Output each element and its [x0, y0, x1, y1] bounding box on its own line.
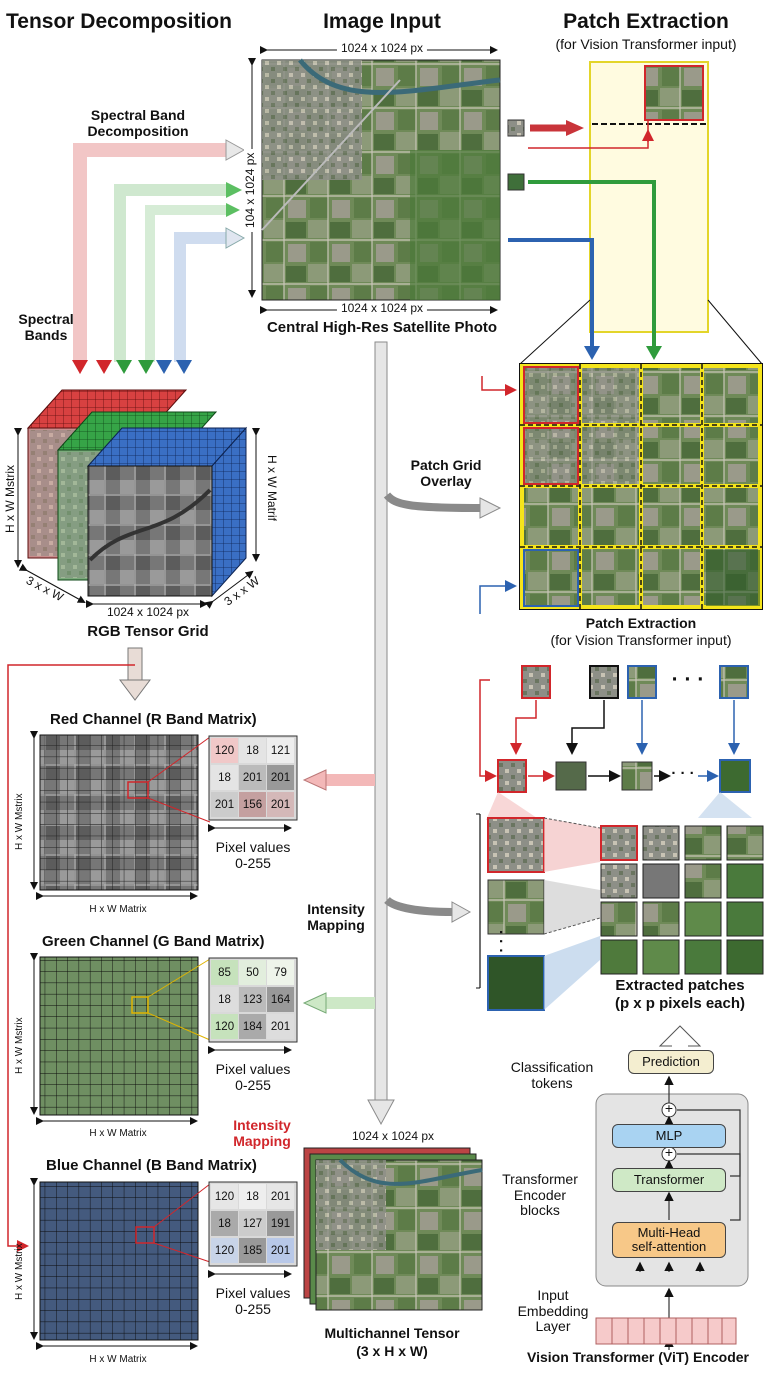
blue-channel-matrix [39, 1181, 211, 1341]
patch-grid-caption-sub: (for Vision Transformer input) [550, 632, 732, 648]
blue-cell: 191 [267, 1211, 294, 1236]
tensor-dimension-lines [14, 428, 260, 609]
vit-encoder-title: Vision Transformer (ViT) Encoder [527, 1349, 749, 1365]
transformer-box: Transformer [612, 1168, 726, 1192]
rgb-tensor-grid-caption: RGB Tensor Grid [87, 623, 209, 640]
red-cell: 201 [267, 792, 294, 817]
blue-cell: 18 [211, 1211, 238, 1236]
tensor-height-right-label: H x W Matrif [264, 452, 279, 524]
red-cell: 121 [267, 738, 294, 763]
green-channel-title: Green Channel (G Band Matrix) [42, 933, 265, 950]
patch-extraction-panel [589, 61, 709, 333]
patch-grid-overlay-label: Patch Grid Overlay [410, 457, 482, 489]
blue-channel-title: Blue Channel (B Band Matrix) [46, 1157, 257, 1174]
patch-feed-arrows [507, 119, 662, 360]
blue-cell: 201 [267, 1184, 294, 1209]
blue-cell: 120 [211, 1184, 238, 1209]
green-cell: 50 [239, 960, 266, 985]
green-channel-matrix [39, 956, 211, 1116]
rgb-to-channels-arrow [119, 647, 151, 701]
tensor-height-left-label: H x W Mstrix [3, 462, 18, 536]
spectral-bands-label: Spectral Bands [18, 311, 74, 343]
green-cell: 184 [239, 1014, 266, 1039]
grid-blue-marker [479, 580, 517, 614]
channel-arrows [302, 769, 375, 1014]
red-channel-title: Red Channel (R Band Matrix) [50, 711, 257, 728]
green-cell: 123 [239, 987, 266, 1012]
extracted-patches-sub: (p x p pixels each) [614, 995, 746, 1012]
image-width-top-label: 1024 x 1024 px [336, 41, 428, 56]
channel-dimension-lines [30, 731, 292, 1350]
input-embedding-label: Input Embedding Layer [517, 1287, 589, 1335]
multichannel-size-label: 1024 x 1024 px [351, 1129, 435, 1143]
patch-grid-caption: Patch Extraction [585, 615, 697, 631]
green-cell: 164 [267, 987, 294, 1012]
red-cell: 201 [239, 765, 266, 790]
red-cell: 18 [211, 765, 238, 790]
rgb-tensor-grid [26, 389, 248, 598]
central-satellite-image [261, 58, 501, 301]
green-pixel-values-label: Pixel values 0-255 [215, 1061, 291, 1093]
blue-pixel-values-label: Pixel values 0-255 [215, 1285, 291, 1317]
green-channel-x-label: H x W Matrix [89, 1128, 147, 1139]
spectral-band-decomposition-label: Spectral Band Decomposition [87, 107, 189, 139]
mlp-box: MLP [612, 1124, 726, 1148]
patch-sequence [479, 665, 752, 820]
image-height-label: 104 x 1024 px [243, 148, 258, 232]
blue-cell: 120 [211, 1238, 238, 1263]
green-channel-y-label: H x W Mstrix [14, 1017, 25, 1074]
red-cell: 201 [211, 792, 238, 817]
patch-sequence-dots-2: · · · [671, 765, 695, 782]
extracted-vertical-dots: · · · [492, 930, 509, 954]
multichannel-caption: Multichannel Tensor [324, 1325, 460, 1341]
blue-channel-x-label: H x W Matrix [89, 1354, 147, 1365]
extracted-patch-grid [600, 825, 764, 975]
header-patch-extraction-sub: (for Vision Transformer input) [555, 36, 737, 52]
red-pixel-values-label: Pixel values 0-255 [215, 839, 291, 871]
red-cell: 201 [267, 765, 294, 790]
extracted-patches-caption: Extracted patches [615, 977, 745, 994]
red-cell: 120 [211, 738, 238, 763]
central-flow-arrow [367, 341, 502, 1126]
patch-sequence-dots: · · · [671, 668, 705, 691]
image-width-bottom-label: 1024 x 1024 px [336, 301, 428, 316]
classification-tokens-label: Classification tokens [510, 1059, 594, 1091]
intensity-mapping-label: Intensity Mapping [307, 901, 365, 933]
residual-add-icon: + [664, 1100, 674, 1116]
red-channel-matrix [39, 734, 211, 891]
green-cell: 120 [211, 1014, 238, 1039]
red-channel-x-label: H x W Matrix [89, 904, 147, 915]
red-cell: 156 [239, 792, 266, 817]
blue-channel-y-label: H x W Mstrix [14, 1243, 25, 1300]
blue-cell: 18 [239, 1184, 266, 1209]
red-connector-line [7, 664, 135, 1252]
green-cell: 18 [211, 987, 238, 1012]
multichannel-tensor-stack [303, 1147, 483, 1311]
header-image-input: Image Input [323, 10, 441, 33]
green-cell: 85 [211, 960, 238, 985]
blue-cell: 185 [239, 1238, 266, 1263]
encoder-blocks-label: Transformer Encoder blocks [502, 1171, 578, 1219]
multichannel-caption-sub: (3 x H x W) [356, 1343, 428, 1359]
red-channel-y-label: H x W Mstrix [14, 793, 25, 850]
residual-add-icon: + [664, 1144, 674, 1160]
tensor-width-label: 1024 x 1024 px [103, 605, 193, 620]
red-cell: 18 [239, 738, 266, 763]
green-cell: 79 [267, 960, 294, 985]
blue-cell: 201 [267, 1238, 294, 1263]
spectral-band-arrows [72, 139, 246, 374]
patch-funnel-lines [519, 299, 763, 365]
mhsa-box: Multi-Head self-attention [612, 1222, 726, 1258]
prediction-box: Prediction [628, 1050, 714, 1074]
extracted-patches [476, 813, 601, 1011]
header-tensor-decomposition: Tensor Decomposition [6, 10, 232, 33]
image-caption: Central High-Res Satellite Photo [266, 319, 498, 336]
green-cell: 201 [267, 1014, 294, 1039]
blue-cell: 127 [239, 1211, 266, 1236]
patch-grid-overlay [519, 363, 763, 610]
grid-red-marker [481, 376, 517, 396]
intensity-mapping-red-label: Intensity Mapping [233, 1117, 291, 1149]
header-patch-extraction: Patch Extraction [563, 10, 729, 33]
